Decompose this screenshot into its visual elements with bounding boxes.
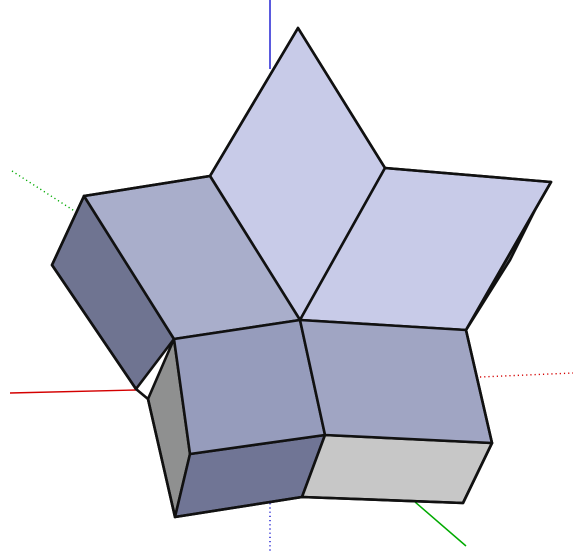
lower-right-top-face[interactable]	[298, 318, 494, 445]
green-axis-dotted	[11, 170, 77, 213]
right-front-side-face[interactable]	[300, 433, 494, 505]
lower-left-top-face[interactable]	[172, 318, 327, 456]
star-outline	[50, 26, 553, 519]
red-axis-solid	[9, 389, 138, 394]
red-axis-dotted	[479, 372, 573, 378]
